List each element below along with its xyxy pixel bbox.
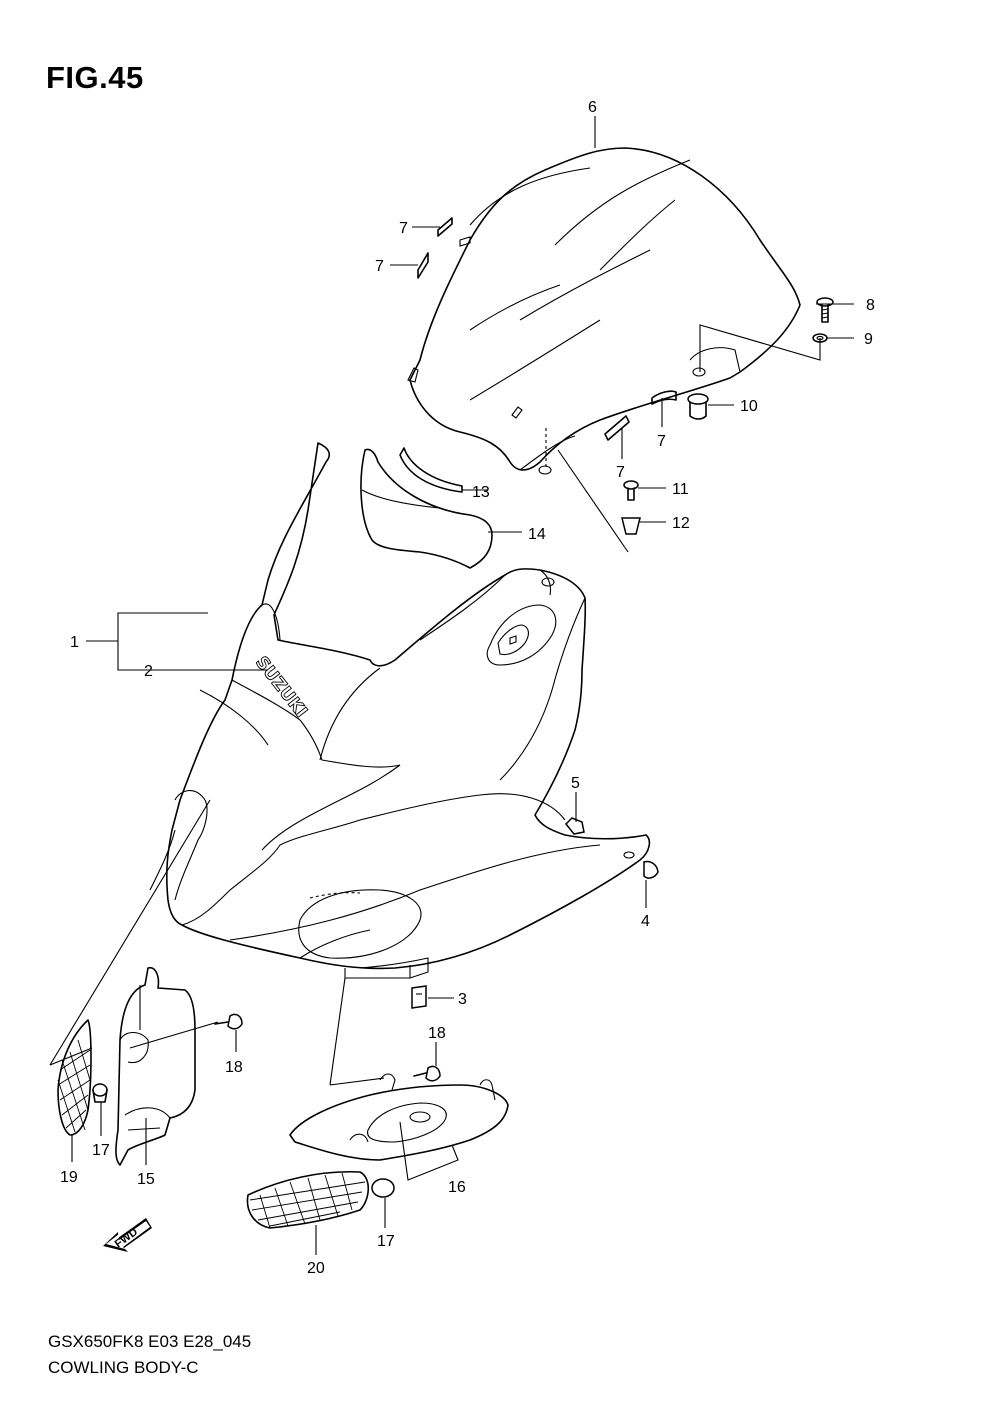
section-name: COWLING BODY-C <box>48 1358 199 1377</box>
screw-8 <box>816 297 834 323</box>
mesh-lower <box>246 1170 370 1229</box>
suzuki-logo: SUZUKI <box>251 653 311 722</box>
callout-label: 7 <box>657 433 666 450</box>
callout-label: 16 <box>448 1179 466 1196</box>
cushion-7 <box>417 217 677 441</box>
callout-label: 5 <box>571 775 580 792</box>
callout-label: 8 <box>866 297 875 314</box>
callout-label: 12 <box>672 515 690 532</box>
callout-label: 20 <box>307 1260 325 1277</box>
figure-title: FIG.45 <box>46 60 144 95</box>
windscreen <box>407 147 801 475</box>
clip-3 <box>411 985 427 1009</box>
fwd-arrow-icon: FWD <box>103 1218 152 1252</box>
clip-5 <box>564 817 585 835</box>
callout-label: 17 <box>377 1233 395 1250</box>
callout-label: 2 <box>144 663 153 680</box>
callout-label: 6 <box>588 99 597 116</box>
callout-label: 13 <box>472 484 490 501</box>
callout-labels: 6 7 7 8 9 10 7 7 11 12 13 14 1 2 5 4 3 1… <box>60 99 875 1277</box>
grommet-17 <box>92 1083 395 1198</box>
bolt-11 <box>623 480 639 501</box>
mesh-left <box>57 1019 92 1136</box>
inner-cover <box>360 448 493 569</box>
callout-label: 18 <box>428 1025 446 1042</box>
model-code: GSX650FK8 E03 E28_045 <box>48 1332 252 1351</box>
leader-lines <box>49 116 854 1255</box>
callout-label: 11 <box>672 481 689 498</box>
callout-label: 17 <box>92 1142 110 1159</box>
nut-12 <box>621 517 641 535</box>
callout-label: 1 <box>70 634 79 651</box>
callout-label: 10 <box>740 398 758 415</box>
seal-strip <box>399 447 463 493</box>
inner-panel-left <box>115 966 196 1166</box>
callout-label: 7 <box>399 220 408 237</box>
callout-label: 18 <box>225 1059 243 1076</box>
callout-label: 4 <box>641 913 650 930</box>
nut-10 <box>687 393 709 420</box>
screw-4 <box>643 860 659 879</box>
callout-label: 15 <box>137 1171 155 1188</box>
callout-label: 19 <box>60 1169 78 1186</box>
callout-label: 9 <box>864 331 873 348</box>
callout-label: 7 <box>616 464 625 481</box>
callout-label: 7 <box>375 258 384 275</box>
intake-panel <box>289 1073 509 1161</box>
callout-label: 3 <box>458 991 467 1008</box>
screw-18 <box>214 1013 441 1082</box>
upper-cowling: SUZUKI <box>149 442 651 979</box>
callout-label: 14 <box>528 526 546 543</box>
